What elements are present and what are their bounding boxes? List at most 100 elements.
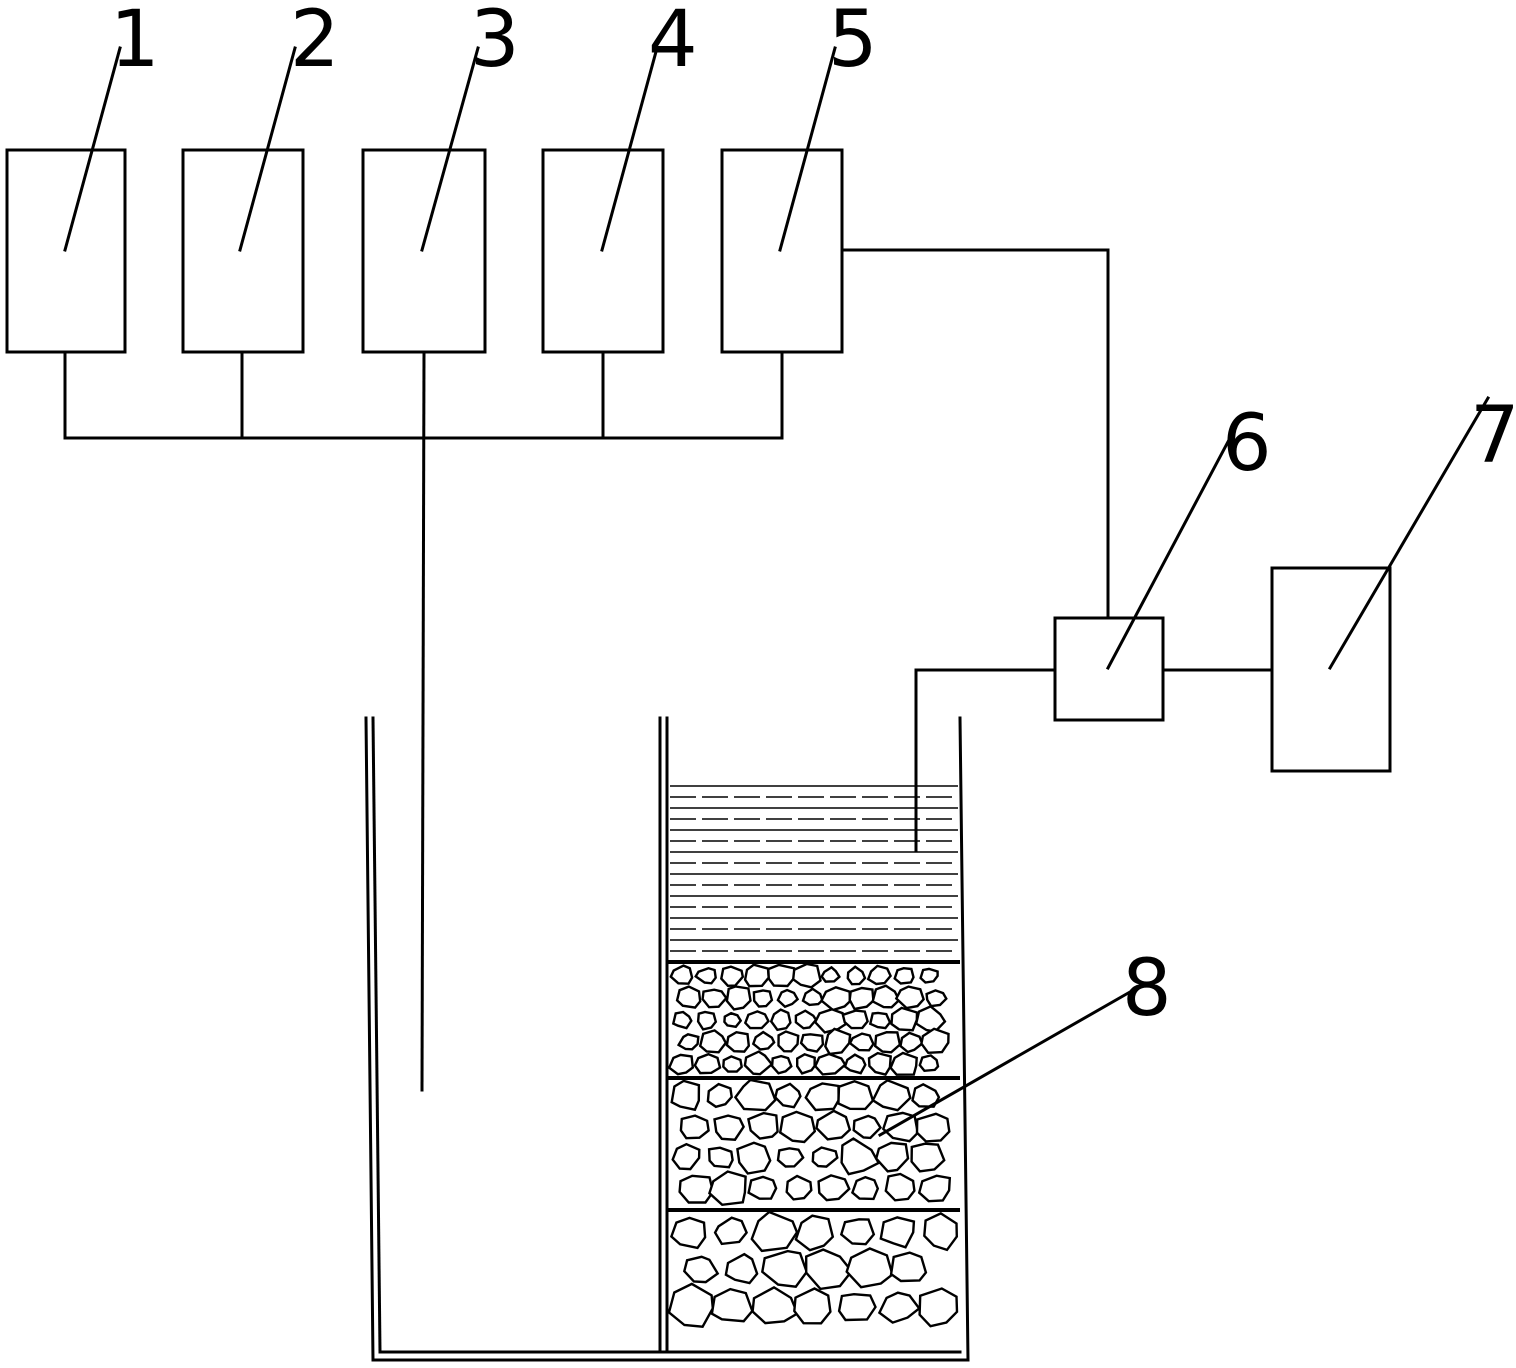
pebble	[670, 1079, 701, 1112]
label-3: 3	[470, 0, 520, 85]
pebble	[852, 1114, 883, 1140]
pebble	[873, 1030, 902, 1054]
pebble	[750, 1210, 799, 1253]
unit-3: 3	[361, 0, 520, 354]
pebble	[706, 1082, 733, 1109]
pebble	[920, 1027, 950, 1055]
pebble	[751, 1286, 799, 1325]
pebble	[848, 986, 875, 1011]
outer-tank	[364, 716, 970, 1362]
unit-1: 1	[5, 0, 160, 354]
pebble	[743, 963, 770, 988]
pebble	[918, 1287, 959, 1328]
pebble	[877, 1291, 921, 1324]
pebble	[919, 967, 939, 984]
pebble	[918, 1054, 940, 1073]
label-6: 6	[1222, 399, 1272, 489]
pebble	[767, 963, 797, 988]
pebble	[794, 1009, 818, 1030]
pebble	[713, 1114, 745, 1141]
pebble	[868, 1011, 892, 1030]
pebble	[776, 988, 800, 1009]
pebble	[667, 1282, 715, 1328]
pebble	[820, 965, 841, 983]
pebble	[805, 1248, 854, 1291]
pebble	[801, 987, 824, 1007]
pebble	[923, 1212, 959, 1252]
pebble	[733, 1078, 777, 1112]
pebble-layers	[667, 962, 959, 1328]
pebble	[747, 1175, 778, 1200]
pebble	[713, 1216, 748, 1246]
label-8: 8	[1122, 944, 1172, 1034]
pebble	[815, 1109, 852, 1141]
pebble	[871, 1078, 912, 1112]
pebble	[793, 1287, 832, 1325]
pebble	[736, 1141, 772, 1175]
pebble	[917, 1174, 952, 1203]
pebble	[785, 1174, 813, 1201]
pebble	[752, 989, 774, 1008]
pebble	[817, 1174, 851, 1202]
pebble	[743, 1010, 770, 1030]
pebble	[723, 1011, 743, 1029]
pebble	[669, 964, 694, 985]
pebble	[874, 1141, 910, 1173]
pebble	[682, 1255, 720, 1284]
pebble	[769, 1008, 792, 1032]
pebble	[819, 986, 852, 1012]
pebble	[866, 964, 893, 986]
pebble	[796, 1052, 816, 1075]
pebble	[915, 1112, 951, 1143]
pebble	[871, 984, 901, 1009]
pebble	[743, 1050, 774, 1076]
pebble	[675, 985, 702, 1009]
pebble	[794, 1214, 835, 1252]
unit-5: 5	[720, 0, 878, 354]
pebble	[811, 1146, 839, 1168]
pebble	[725, 985, 752, 1011]
pebble	[777, 1030, 800, 1053]
pebble	[708, 1170, 747, 1207]
pebble	[724, 1252, 759, 1285]
pebble	[837, 1292, 877, 1322]
pebble	[893, 966, 915, 985]
pebble	[837, 1080, 875, 1111]
pebble	[671, 1142, 701, 1171]
label-5: 5	[828, 0, 878, 85]
pebble	[678, 1174, 715, 1204]
label-2: 2	[290, 0, 340, 85]
pebble	[840, 1137, 881, 1176]
pebble	[894, 985, 925, 1010]
pebble	[725, 1030, 751, 1053]
pebble	[773, 1082, 802, 1109]
pebble	[890, 1006, 919, 1032]
pebble	[867, 1051, 892, 1076]
pebble	[843, 1053, 867, 1075]
label-4: 4	[648, 0, 698, 85]
pebble	[824, 1027, 852, 1056]
pebble	[671, 1010, 693, 1030]
wire-5-to-6	[840, 248, 1110, 620]
pebble	[799, 1033, 825, 1053]
pebble	[720, 965, 745, 988]
unit-8: 8	[877, 944, 1172, 1138]
pebble	[813, 1008, 848, 1034]
unit-2: 2	[181, 0, 340, 354]
pebble	[889, 1051, 918, 1076]
pebble	[747, 1111, 779, 1140]
pebble	[804, 1082, 840, 1112]
pebble	[694, 966, 717, 985]
pebble	[776, 1147, 805, 1168]
pebble	[667, 1053, 695, 1076]
pebble	[850, 1175, 880, 1201]
pebble	[845, 1247, 894, 1289]
unit-6: 6	[1053, 399, 1272, 722]
pebble	[770, 1054, 793, 1075]
pebble	[676, 1033, 700, 1051]
pebble	[760, 1249, 809, 1288]
pebble	[884, 1172, 916, 1202]
pebble	[889, 1251, 928, 1283]
water-layer	[670, 785, 958, 952]
